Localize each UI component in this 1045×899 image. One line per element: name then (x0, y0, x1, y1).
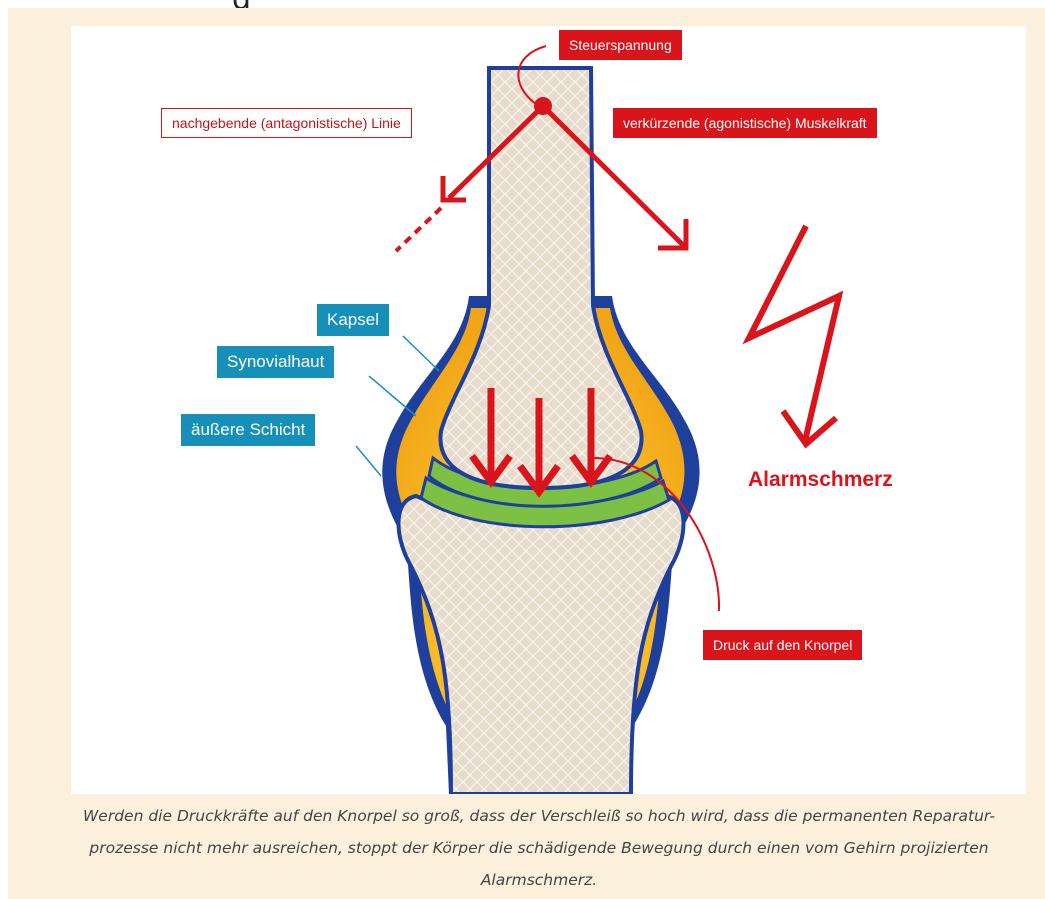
capsule-leader (403, 336, 439, 371)
label-synovial: Synovialhaut (217, 346, 334, 378)
lightning-bolt-icon (749, 226, 839, 441)
joint-illustration (71, 26, 1026, 794)
pressure-arrows (472, 388, 610, 492)
lower-bone (399, 496, 684, 794)
label-capsule: Kapsel (317, 304, 389, 336)
label-alarm-pain: Alarmschmerz (748, 468, 893, 492)
caption-line: Werden die Druckkräfte auf den Knorpel s… (24, 800, 1045, 832)
label-outer-layer: äußere Schicht (181, 414, 315, 446)
label-cartilage-pressure: Druck auf den Knorpel (703, 630, 862, 660)
label-shortening-force: verkürzende (agonistische) Muskelkraft (613, 108, 877, 138)
caption-line: Alarmschmerz. (24, 864, 1045, 896)
synovial-leader (369, 376, 416, 416)
label-yielding-line: nachgebende (antagonistische) Linie (161, 108, 412, 138)
figure-caption: Werden die Druckkräfte auf den Knorpel s… (24, 800, 1045, 896)
antagonistic-dashed-extension (396, 208, 441, 251)
caption-line: prozesse nicht mehr ausreichen, stoppt d… (24, 832, 1045, 864)
joint-diagram: Steuerspannung nachgebende (antagonistis… (71, 26, 1026, 794)
figure-frame: Steuerspannung nachgebende (antagonistis… (8, 8, 1045, 899)
label-control-voltage: Steuerspannung (559, 30, 682, 60)
outer-layer-leader (356, 446, 381, 476)
